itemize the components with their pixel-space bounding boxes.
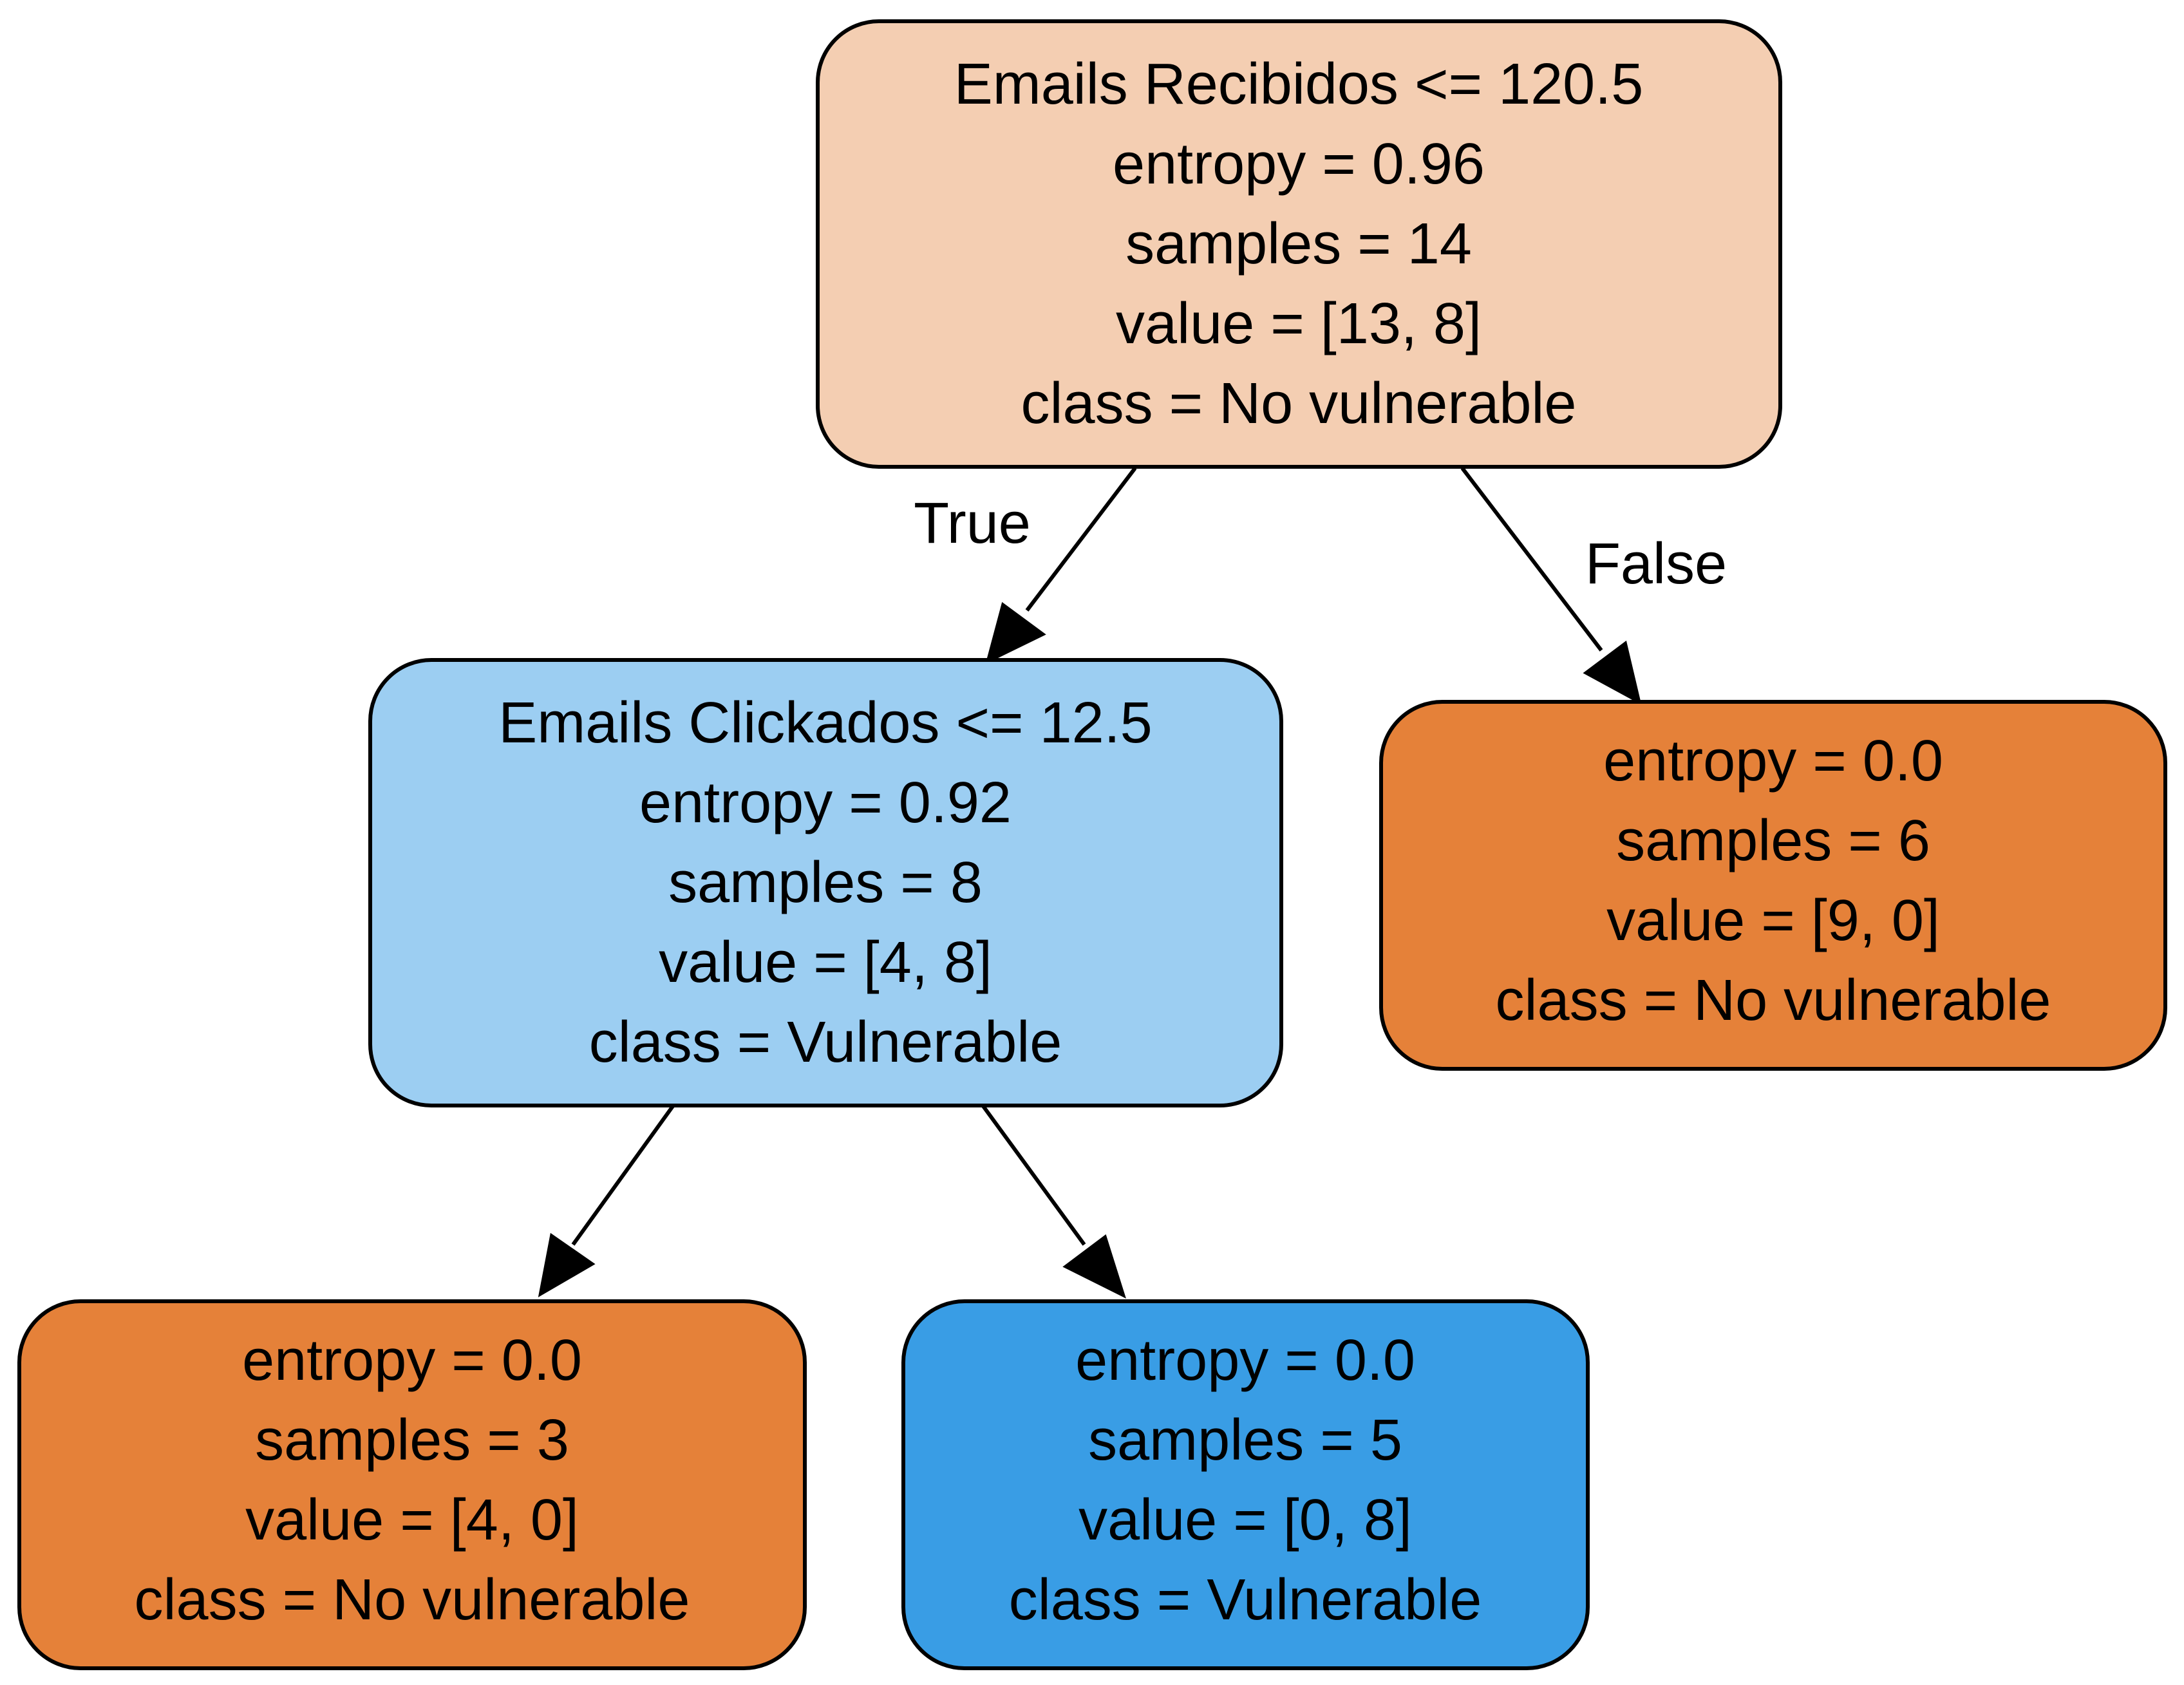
node-class: class = No vulnerable xyxy=(135,1568,690,1632)
tree-node-leftleft: entropy = 0.0 samples = 3 value = [4, 0]… xyxy=(17,1299,807,1670)
node-samples: samples = 3 xyxy=(255,1408,569,1473)
node-samples: samples = 8 xyxy=(668,851,983,915)
edge-line xyxy=(981,1105,1086,1246)
node-value: value = [13, 8] xyxy=(1116,292,1482,356)
tree-edges: True False xyxy=(538,467,1727,1299)
node-box xyxy=(368,658,1283,1107)
edge-left-leftleft xyxy=(538,1105,675,1297)
node-samples: samples = 5 xyxy=(1088,1408,1402,1473)
node-box xyxy=(901,1299,1590,1670)
node-box xyxy=(816,19,1782,469)
node-class: class = Vulnerable xyxy=(1009,1568,1482,1632)
arrowhead-icon xyxy=(538,1232,596,1297)
edge-label-false: False xyxy=(1585,532,1727,596)
node-value: value = [4, 8] xyxy=(659,930,992,995)
node-value: value = [9, 0] xyxy=(1606,889,1940,953)
tree-node-right: entropy = 0.0 samples = 6 value = [9, 0]… xyxy=(1379,700,2167,1071)
edge-label-true: True xyxy=(914,491,1031,556)
node-class: class = No vulnerable xyxy=(1496,968,2051,1033)
node-entropy: entropy = 0.96 xyxy=(1113,132,1485,196)
node-samples: samples = 6 xyxy=(1616,809,1930,873)
edge-left-leftright xyxy=(981,1105,1126,1299)
node-box xyxy=(17,1299,807,1670)
node-entropy: entropy = 0.0 xyxy=(242,1328,582,1393)
node-split-condition: Emails Recibidos <= 120.5 xyxy=(954,52,1644,117)
arrowhead-icon xyxy=(1583,640,1642,705)
node-samples: samples = 14 xyxy=(1125,212,1472,276)
arrowhead-icon xyxy=(1062,1234,1126,1299)
node-entropy: entropy = 0.92 xyxy=(639,771,1012,835)
arrowhead-icon xyxy=(985,601,1046,664)
node-entropy: entropy = 0.0 xyxy=(1603,729,1943,793)
edge-line xyxy=(571,1105,675,1246)
edge-root-right: False xyxy=(1460,467,1727,705)
node-value: value = [4, 0] xyxy=(245,1488,579,1552)
node-class: class = Vulnerable xyxy=(589,1010,1062,1075)
tree-node-root: Emails Recibidos <= 120.5 entropy = 0.96… xyxy=(816,19,1782,469)
tree-node-left: Emails Clickados <= 12.5 entropy = 0.92 … xyxy=(368,658,1283,1107)
node-value: value = [0, 8] xyxy=(1078,1488,1412,1552)
node-split-condition: Emails Clickados <= 12.5 xyxy=(498,691,1153,755)
edge-line xyxy=(1460,467,1603,652)
node-box xyxy=(1379,700,2167,1071)
edge-root-left: True xyxy=(914,467,1137,664)
node-class: class = No vulnerable xyxy=(1021,372,1577,436)
edge-line xyxy=(1025,467,1137,612)
tree-node-leftright: entropy = 0.0 samples = 5 value = [0, 8]… xyxy=(901,1299,1590,1670)
node-entropy: entropy = 0.0 xyxy=(1075,1328,1415,1393)
